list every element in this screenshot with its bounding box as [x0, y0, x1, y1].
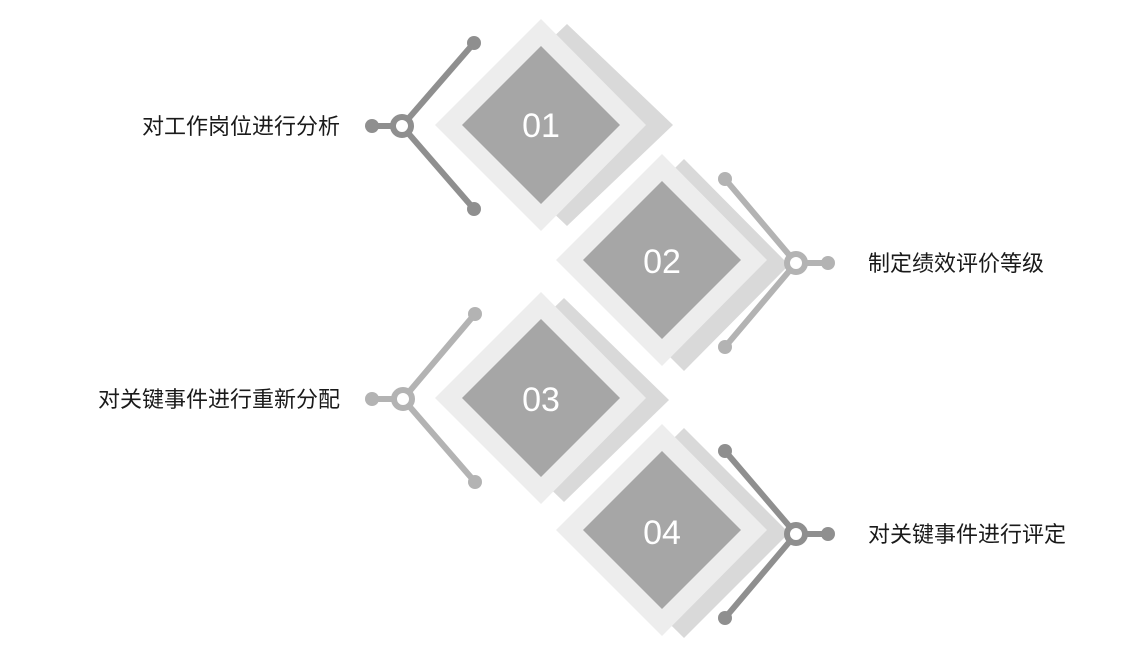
step-3-diamond: 03 — [435, 292, 669, 504]
step-3-connector-end-dot-outer — [365, 392, 379, 406]
step-1-connector-hub-ring — [390, 114, 414, 138]
step-1-diamond-inner — [462, 46, 620, 204]
step-4-number: 04 — [643, 514, 681, 552]
step-3-connector-lower-arm — [400, 397, 478, 484]
step-1-connector-end-dot-bottom — [467, 202, 481, 216]
step-4-diamond-inner — [583, 451, 741, 609]
step-2-number: 02 — [643, 243, 681, 281]
step-2-connector-hub-ring — [784, 251, 808, 275]
step-1-connector-upper-arm — [399, 41, 477, 128]
step-3-connector-hub-ring — [391, 387, 415, 411]
step-4-label: 对关键事件进行评定 — [868, 523, 1066, 548]
step-4-connector-lower-arm — [722, 532, 799, 620]
step-1-connector-end-dot-outer — [365, 119, 379, 133]
step-2-connector-end-dot-bottom — [718, 340, 732, 354]
step-1-connector-lower-arm — [399, 124, 477, 211]
step-1-connector — [365, 36, 481, 216]
step-2-connector-upper-arm — [722, 177, 799, 265]
step-2-connector-lower-arm — [722, 261, 799, 349]
step-4-connector — [718, 444, 835, 625]
step-2-label: 制定绩效评价等级 — [868, 252, 1044, 277]
step-4: 04 对关键事件进行评定 — [556, 424, 1066, 638]
step-2: 02 制定绩效评价等级 — [556, 154, 1044, 371]
step-4-connector-end-dot-outer — [821, 527, 835, 541]
step-3-number: 03 — [522, 381, 560, 419]
step-3-connector-end-dot-bottom — [468, 475, 482, 489]
step-2-connector — [718, 172, 835, 354]
step-3-label: 对关键事件进行重新分配 — [98, 388, 340, 413]
step-3-diamond-inner — [462, 319, 620, 477]
step-3-connector-upper-arm — [400, 312, 478, 401]
step-1-label: 对工作岗位进行分析 — [142, 115, 340, 140]
step-4-connector-hub-ring — [784, 522, 808, 546]
step-1-connector-end-dot-top — [467, 36, 481, 50]
step-2-diamond-inner — [583, 181, 741, 339]
step-2-diamond: 02 — [556, 154, 789, 371]
step-4-connector-end-dot-top — [718, 444, 732, 458]
step-2-connector-end-dot-top — [718, 172, 732, 186]
step-3-connector-end-dot-top — [468, 307, 482, 321]
step-1-diamond: 01 — [435, 19, 673, 231]
step-4-connector-upper-arm — [722, 449, 799, 536]
step-1-number: 01 — [522, 107, 560, 145]
step-3-connector — [365, 307, 482, 489]
step-4-connector-end-dot-bottom — [718, 611, 732, 625]
step-2-connector-end-dot-outer — [821, 256, 835, 270]
step-1: 01 对工作岗位进行分析 — [142, 19, 673, 231]
step-4-diamond: 04 — [556, 424, 789, 638]
step-3: 03 对关键事件进行重新分配 — [98, 292, 669, 504]
